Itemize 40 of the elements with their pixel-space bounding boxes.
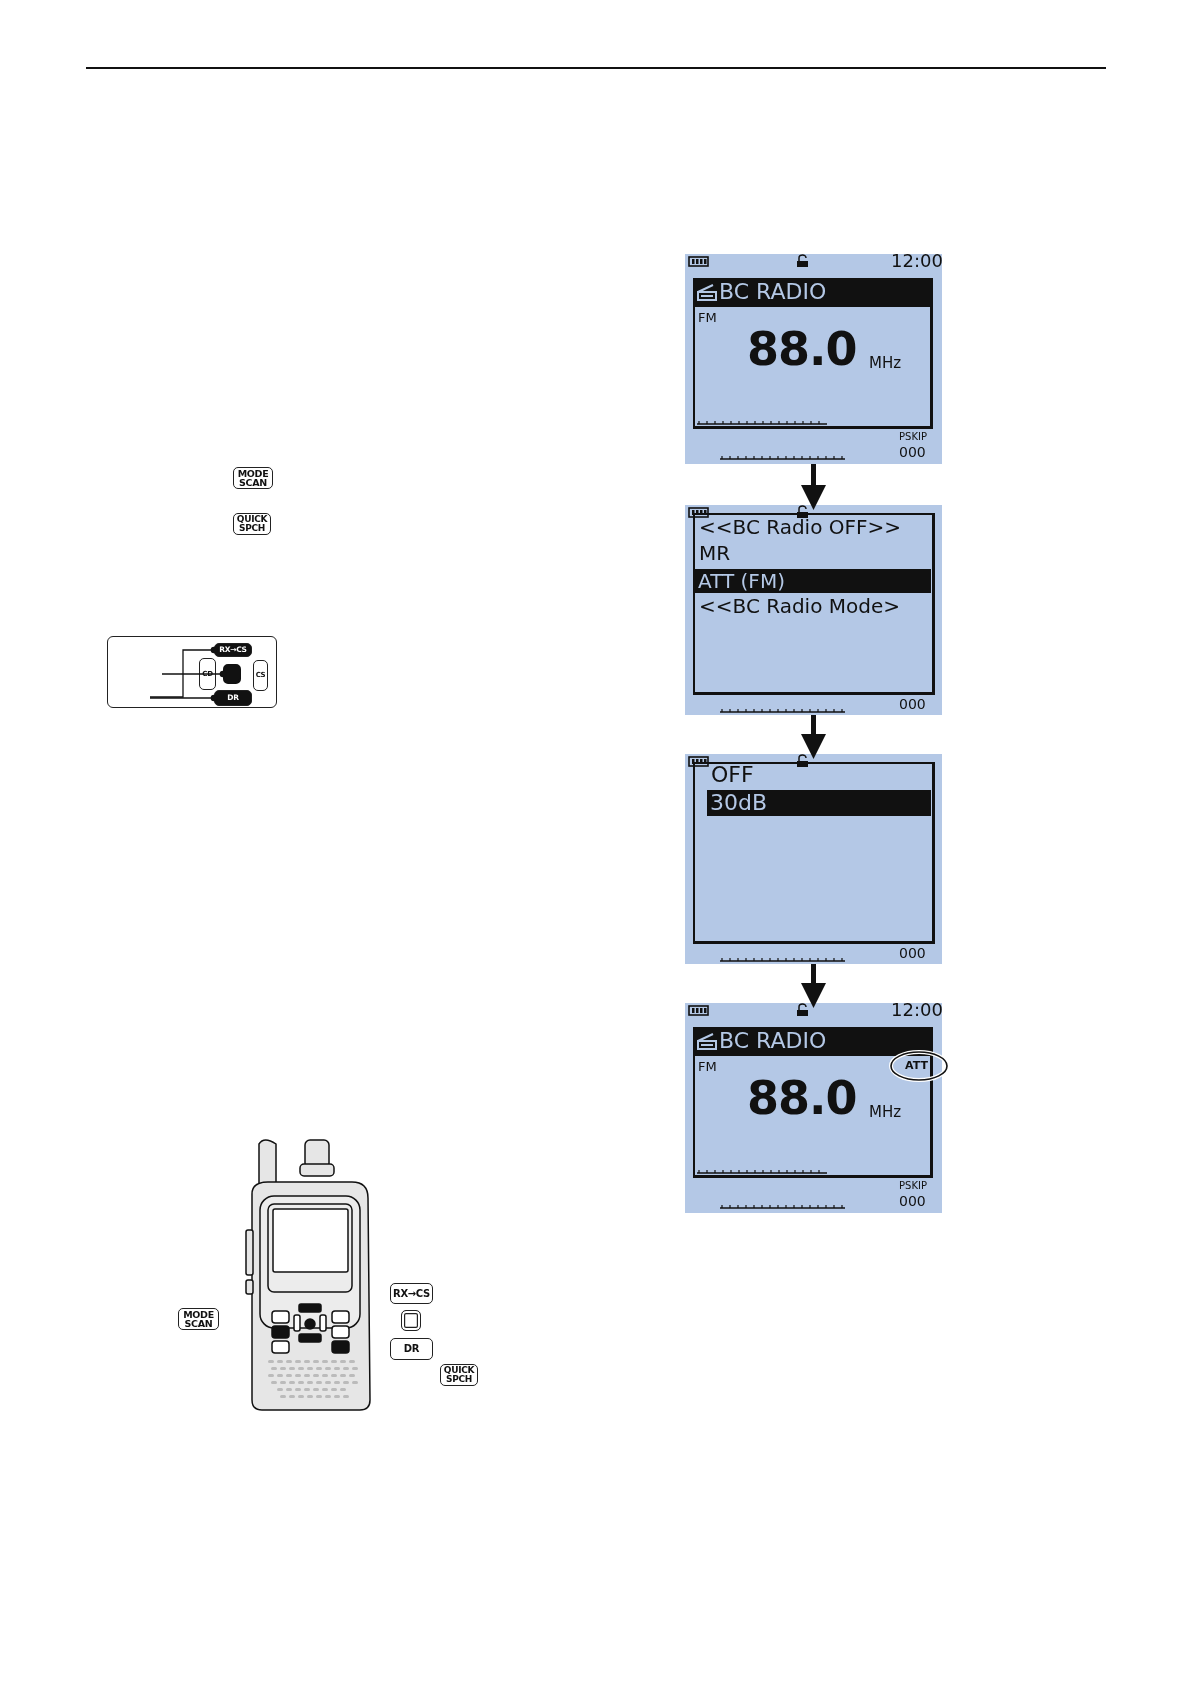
menu-item: <<BC Radio Mode> [699,596,900,616]
mode-title: BC RADIO [719,1030,827,1052]
menu-item: MR [699,543,731,563]
square-key [401,1310,421,1331]
leader-line [149,646,218,698]
center-key [223,664,241,684]
selected-menu-item: ATT (FM) [695,569,931,593]
key-label: DR [390,1338,433,1360]
unit-label: MHz [869,1105,902,1120]
arrow [801,964,826,1008]
lcd-screen [685,254,942,464]
arrow [801,715,826,759]
frequency-readout: 88.0 [747,1075,857,1121]
lcd-screen [685,505,942,715]
channel-number: 000 [899,946,926,960]
lcd-screen [685,754,942,964]
band-label: FM [698,1060,717,1073]
leader-line [149,694,218,702]
key-label: RX→CS [390,1283,433,1304]
band-label: FM [698,311,717,324]
menu-item: <<BC Radio OFF>> [699,517,902,537]
keypad-panel [107,636,277,708]
arrow [801,464,826,510]
mode-title: BC RADIO [719,281,827,303]
selected-menu-item: 30dB [707,790,931,816]
channel-number: 000 [899,445,926,459]
channel-number: 000 [899,1194,926,1208]
menu-item: OFF [711,764,754,786]
unit-label: MHz [869,356,902,371]
status-label: PSKIP [899,1181,927,1191]
key-label: QUICK SPCH [233,513,271,535]
key-label: MODE SCAN [233,467,273,489]
status-label: ATT [905,1060,928,1071]
clock-time: 12:00 [891,1001,943,1019]
key-label: MODE SCAN [178,1308,219,1330]
key-label: QUICK SPCH [440,1364,478,1386]
status-label: PSKIP [899,432,927,442]
channel-number: 000 [899,697,926,711]
clock-time: 12:00 [891,252,943,270]
frequency-readout: 88.0 [747,326,857,372]
